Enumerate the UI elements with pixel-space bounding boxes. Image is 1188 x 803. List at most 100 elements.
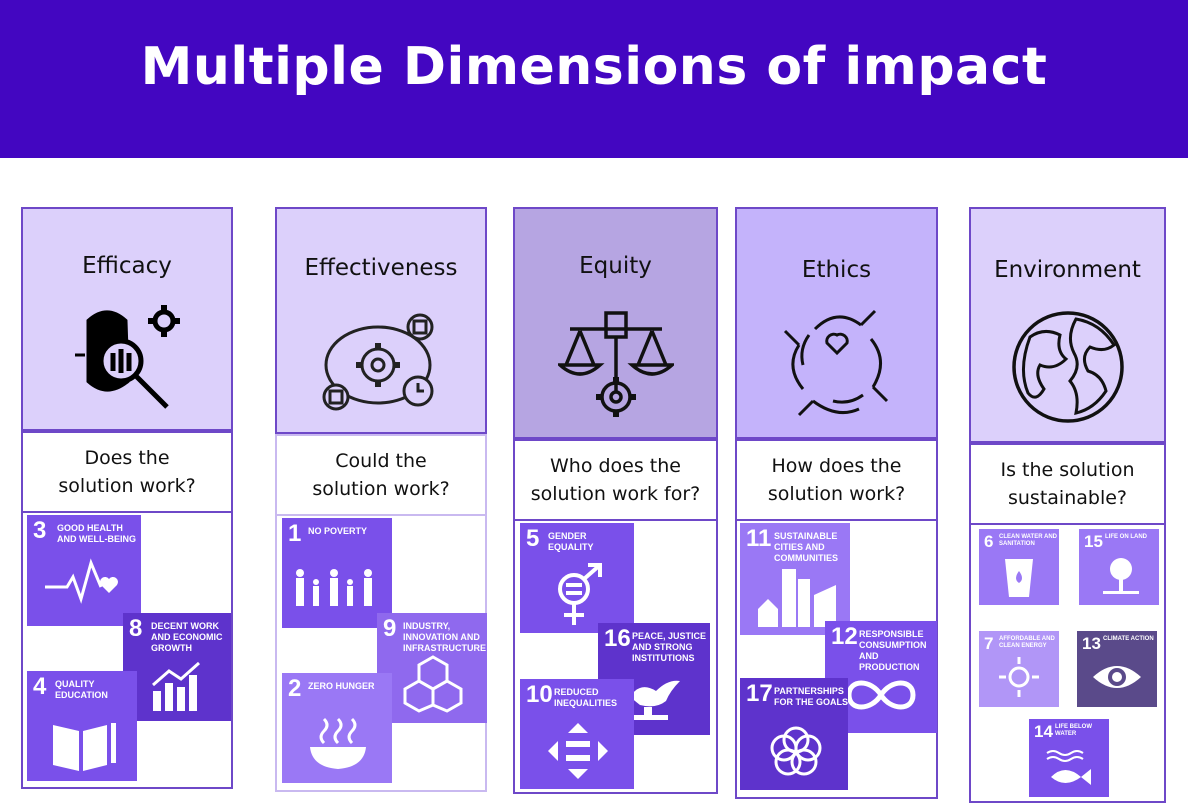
sdg-label: Life on Land: [1105, 534, 1147, 540]
sdg-number: 2: [288, 675, 302, 702]
sdg-label: Zero Hunger: [308, 681, 375, 691]
question-box: Could the solution work?: [275, 434, 487, 516]
sdg-number: 5: [526, 525, 540, 552]
sdg-panel: 6 Clean Water and Sanitation 15 Life on …: [969, 523, 1166, 803]
tree-icon: [1103, 558, 1139, 594]
dove-gavel-icon: [628, 680, 680, 720]
cubes-icon: [403, 655, 463, 713]
question-box: Is the solution sustainable?: [969, 443, 1166, 525]
sdg-2-tile: 2 Zero Hunger: [282, 673, 392, 783]
sdg-number: 17: [746, 680, 773, 707]
sdg-9-tile: 9 Industry, Innovation and Infrastructur…: [377, 613, 487, 723]
sdg-14-tile: 14 Life Below Water: [1029, 719, 1109, 797]
scales-fist-gear-icon: [557, 311, 674, 417]
sdg-panel: 11 Sustainable Cities and Communities 12…: [735, 519, 938, 799]
dimension-name: Effectiveness: [304, 255, 458, 281]
sdg-10-tile: 10 Reduced Inequalities: [520, 679, 634, 789]
sdg-label: Life Below Water: [1055, 724, 1092, 737]
sdg-7-tile: 7 Affordable and Clean Energy: [979, 631, 1059, 707]
sdg-label: Climate Action: [1103, 636, 1154, 642]
sdg-1-tile: 1 No Poverty: [282, 518, 392, 628]
sdg-8-tile: 8 Decent Work and Economic Growth: [123, 613, 231, 721]
question-line: solution work?: [58, 475, 196, 497]
eye-globe-icon: [1093, 666, 1141, 688]
question-line: Does the: [84, 447, 170, 469]
sdg-panel: 5 Gender Equality 16 Peace, Justice and …: [513, 519, 718, 794]
sdg-number: 14: [1034, 722, 1053, 741]
sdg-label: Quality Education: [55, 679, 108, 700]
question-box: Does the solution work?: [21, 431, 233, 513]
dimension-name: Ethics: [801, 257, 872, 283]
sdg-label: Responsible Consumption and Production: [859, 629, 927, 672]
sdg-label: Reduced Inequalities: [554, 687, 618, 708]
dimension-tile: Effectiveness: [275, 207, 487, 434]
sdg-number: 3: [33, 517, 47, 544]
sun-power-icon: [999, 657, 1039, 697]
hands-heart-icon: [783, 309, 888, 417]
question-line: solution work for?: [530, 483, 701, 505]
question-line: solution work?: [767, 483, 906, 505]
sdg-panel: 3 Good Health and Well-Being 8 Decent Wo…: [21, 511, 233, 789]
sdg-label: Peace, Justice and Strong Institutions: [632, 631, 707, 663]
dimension-tile: Ethics: [735, 207, 938, 439]
sdg-panel: 1 No Poverty 9 Industry, Innovation and …: [275, 514, 487, 792]
gears-cycle-icon: [322, 313, 434, 411]
dimension-name: Equity: [579, 253, 652, 279]
city-icon: [758, 569, 836, 627]
globe-icon: [1011, 311, 1124, 423]
question-line: Is the solution: [1000, 459, 1135, 481]
sdg-label: No Poverty: [308, 526, 368, 536]
question-line: How does the: [771, 455, 902, 477]
question-line: Could the: [335, 450, 427, 472]
sdg-number: 13: [1082, 634, 1101, 653]
sdg-number: 16: [604, 625, 631, 652]
question-box: How does the solution work?: [735, 439, 938, 521]
sdg-label: Affordable and Clean Energy: [999, 636, 1055, 649]
heartbeat-icon: [45, 558, 118, 604]
sdg-15-tile: 15 Life on Land: [1079, 529, 1159, 605]
family-icon: [296, 569, 372, 606]
sdg-5-tile: 5 Gender Equality: [520, 523, 634, 633]
page-title: Multiple Dimensions of impact: [140, 37, 1048, 97]
sdg-label: Sustainable Cities and Communities: [774, 531, 838, 563]
sdg-17-tile: 17 Partnerships for the Goals: [740, 678, 848, 790]
question-line: solution work?: [312, 478, 450, 500]
book-pencil-icon: [53, 723, 116, 771]
sdg-number: 1: [288, 520, 302, 547]
dimension-tile: Environment: [969, 207, 1166, 443]
title-banner: Multiple Dimensions of impact: [0, 0, 1188, 158]
equal-arrows-icon: [548, 723, 608, 779]
sdg-13-tile: 13 Climate Action: [1077, 631, 1157, 707]
sdg-label: Gender Equality: [548, 531, 594, 552]
sdg-number: 9: [383, 615, 397, 642]
growth-chart-icon: [152, 661, 200, 711]
question-line: Who does the: [549, 455, 681, 477]
sdg-3-tile: 3 Good Health and Well-Being: [27, 515, 141, 626]
gender-icon: [558, 563, 602, 625]
rings-icon: [770, 726, 822, 776]
column-ethics: Ethics How does the solution work? 11 Sus…: [735, 207, 938, 799]
sdg-6-tile: 6 Clean Water and Sanitation: [979, 529, 1059, 605]
sdg-number: 10: [526, 681, 553, 708]
question-line: sustainable?: [1007, 487, 1127, 509]
pill-magnifier-gear-icon: [75, 305, 180, 409]
dimension-name: Environment: [994, 257, 1141, 283]
sdg-number: 6: [984, 532, 994, 551]
sdg-number: 7: [984, 634, 994, 653]
sdg-number: 11: [746, 525, 772, 552]
sdg-number: 12: [831, 623, 858, 650]
column-effectiveness: Effectiveness Could the solution work? 1 …: [275, 207, 487, 792]
sdg-label: Good Health and Well-Being: [57, 523, 136, 544]
column-efficacy: Efficacy Does the solution work? 3 Good H…: [21, 207, 233, 789]
dimension-tile: Efficacy: [21, 207, 233, 431]
sdg-label: Industry, Innovation and Infrastructure: [403, 621, 486, 653]
dimension-tile: Equity: [513, 207, 718, 439]
sdg-label: Partnerships for the Goals: [774, 686, 848, 707]
question-box: Who does the solution work for?: [513, 439, 718, 521]
bowl-icon: [310, 717, 366, 769]
dimension-name: Efficacy: [82, 253, 172, 279]
column-equity: Equity Who does the solution work for? 5 …: [513, 207, 718, 794]
sdg-number: 4: [33, 673, 47, 700]
infinity-icon: [846, 680, 916, 710]
